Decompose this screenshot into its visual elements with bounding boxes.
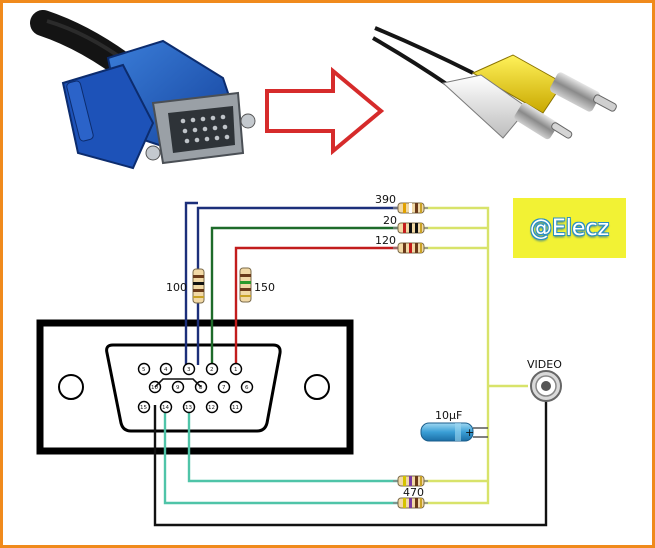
wire-navy-ground [184, 201, 198, 365]
wire-cyan-13 [187, 405, 398, 483]
resistor-390 [393, 202, 428, 214]
resistor-470-top [393, 475, 428, 487]
pin-label: 9 [176, 385, 180, 391]
pin-row-bottom: 15 14 13 12 11 [137, 400, 243, 414]
pin-label: 6 [245, 385, 249, 391]
pin-label: 8 [199, 385, 203, 391]
pin-row-top: 5 4 3 2 1 [137, 362, 243, 376]
pin-label: 4 [164, 367, 168, 373]
label-r100: 100 [166, 281, 187, 294]
wire-cyan-14 [163, 405, 398, 505]
wiring-diagram: + 5 4 3 2 1 10 9 8 7 [30, 10, 617, 527]
label-r20: 20 [383, 214, 397, 227]
resistor-470-bottom [393, 497, 428, 509]
vga-pins: 5 4 3 2 1 10 9 8 7 6 15 14 13 12 [137, 362, 254, 414]
pin-label: 15 [140, 405, 147, 411]
watermark-text: @Elecz [529, 215, 610, 241]
label-r470: 470 [403, 486, 424, 499]
resistor-120 [393, 242, 428, 254]
label-r150: 150 [254, 281, 275, 294]
pin-label: 10 [151, 385, 158, 391]
watermark-badge: @Elecz [513, 198, 626, 258]
resistor-100 [192, 268, 205, 304]
rca-cable-image [372, 26, 617, 140]
wire-blue [196, 206, 398, 365]
pin-label: 3 [187, 367, 191, 373]
pin-row-middle: 10 9 8 7 6 [148, 380, 254, 394]
capacitor-polarity: + [465, 426, 474, 439]
pin-label: 11 [232, 405, 239, 411]
wire-ground [153, 398, 548, 527]
wire-red [234, 246, 398, 365]
label-r120: 120 [375, 234, 396, 247]
pin-label: 14 [162, 405, 169, 411]
video-rca-socket [530, 370, 562, 402]
resistor-150 [239, 267, 252, 303]
wire-green [210, 226, 398, 365]
vga-cable-image [30, 10, 256, 170]
pin-label: 1 [234, 367, 238, 373]
wires [153, 201, 548, 527]
capacitor-10uf: + [420, 422, 474, 442]
label-r390: 390 [375, 193, 396, 206]
wire-video-common [423, 206, 490, 505]
pin-label: 5 [142, 367, 146, 373]
pin-label: 12 [208, 405, 215, 411]
pin-label: 13 [185, 405, 192, 411]
label-capacitor: 10µF [435, 409, 462, 422]
label-video: VIDEO [527, 358, 562, 371]
pin-label: 7 [222, 385, 226, 391]
resistor-20 [393, 222, 428, 234]
conversion-arrow [265, 66, 385, 156]
pin-label: 2 [210, 367, 214, 373]
